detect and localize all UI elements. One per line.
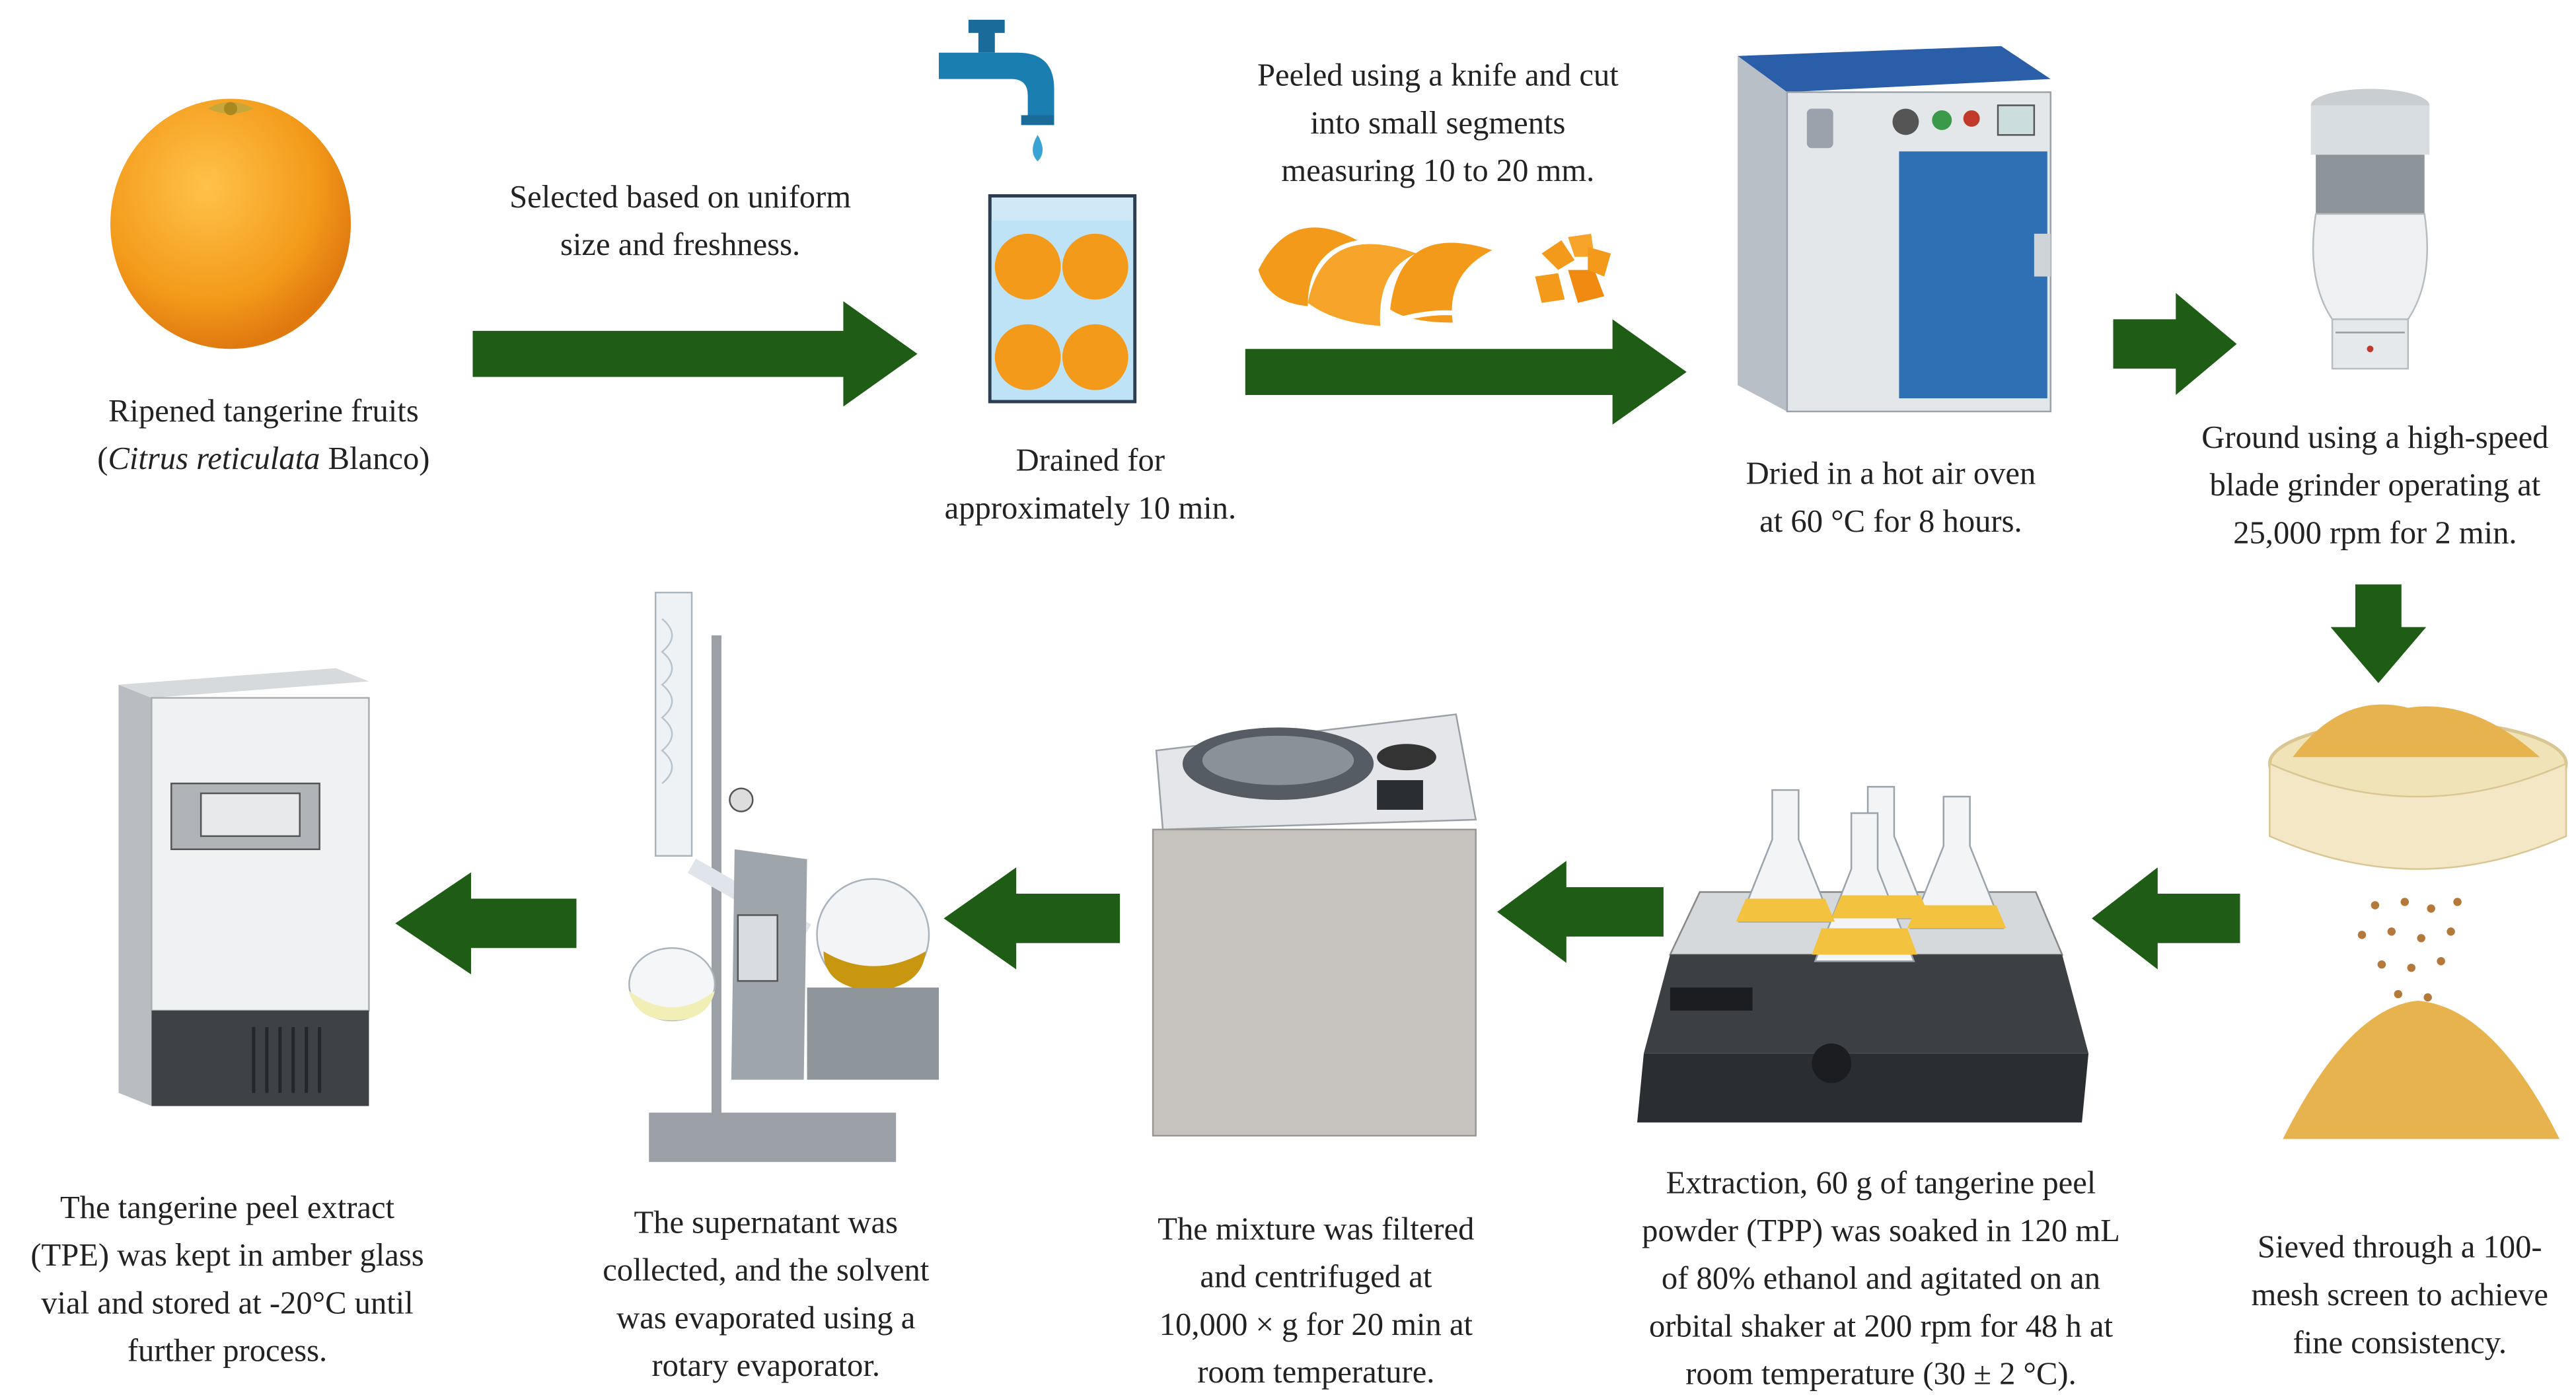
sieve-powder-icon	[2267, 704, 2568, 1139]
step-caption-drain: Drained for approximately 10 min.	[944, 444, 1237, 527]
step-caption-peel: Peeled using a knife and cut into small …	[1257, 59, 1619, 190]
step-caption-sieve: Sieved through a 100- mesh screen to ach…	[2251, 1231, 2549, 1361]
step-caption-select: Selected based on uniform size and fresh…	[509, 181, 852, 264]
arrow-right-icon	[1245, 319, 1687, 425]
step-caption-fruit: Ripened tangerine fruits (Citrus reticul…	[97, 395, 430, 478]
arrow-left-icon	[2092, 867, 2240, 970]
step-caption-store: The tangerine peel extract (TPE) was kep…	[30, 1192, 424, 1370]
arrow-left-icon	[943, 867, 1121, 970]
arrow-down-icon	[2330, 584, 2427, 684]
step-caption-dry: Dried in a hot air oven at 60 °C for 8 h…	[1746, 457, 2036, 540]
peel-segments-icon	[1258, 227, 1611, 326]
step-caption-grind: Ground using a high-speed blade grinder …	[2201, 421, 2549, 552]
step-caption-extract: Extraction, 60 g of tangerine peel powde…	[1642, 1166, 2120, 1393]
arrow-left-icon	[395, 872, 577, 975]
hot-air-oven-icon	[1738, 46, 2052, 413]
step-caption-centrifuge: The mixture was filtered and centrifuged…	[1158, 1213, 1475, 1391]
arrow-right-icon	[2113, 293, 2237, 396]
blade-grinder-icon	[2310, 89, 2430, 370]
water-tap-basin-icon	[939, 19, 1137, 404]
orbital-shaker-icon	[1637, 785, 2089, 1123]
arrow-right-icon	[472, 301, 918, 407]
centrifuge-icon	[1152, 713, 1477, 1137]
rotary-evaporator-icon	[628, 591, 939, 1163]
arrow-left-icon	[1497, 861, 1664, 963]
step-caption-evaporate: The supernatant was collected, and the s…	[603, 1206, 930, 1384]
tangerine-icon	[110, 98, 351, 349]
freezer-icon	[118, 668, 370, 1106]
